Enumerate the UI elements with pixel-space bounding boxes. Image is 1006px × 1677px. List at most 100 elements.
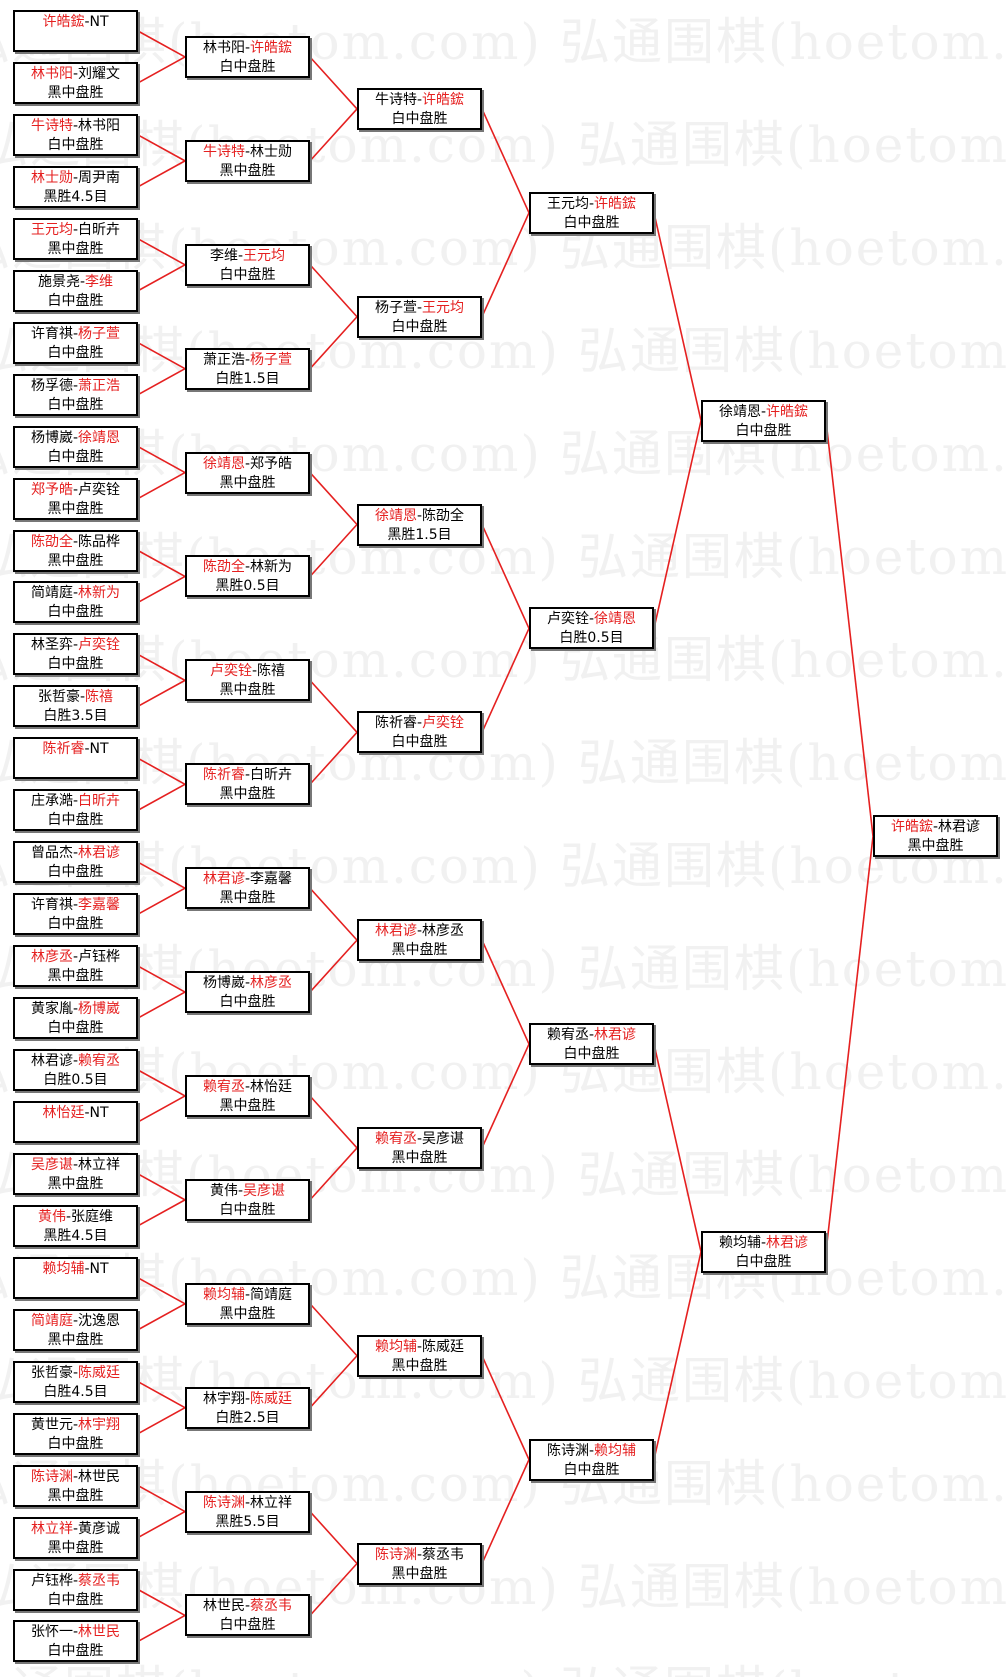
player-white: 林宇翔 bbox=[78, 1416, 121, 1433]
player-white: 卢奕铨 bbox=[422, 715, 465, 732]
player-separator: - bbox=[244, 559, 251, 576]
match-box: 卢奕铨-徐靖恩白胜0.5目 bbox=[529, 607, 654, 650]
match-players: 施景尧-李维 bbox=[15, 273, 136, 292]
player-separator: - bbox=[416, 507, 423, 524]
match-box: 陈诗渊-蔡丞韦黑中盘胜 bbox=[357, 1542, 482, 1585]
match-box: 简靖庭-沈逸恩黑中盘胜 bbox=[13, 1308, 138, 1351]
match-box: 林彦丞-卢钰桦黑中盘胜 bbox=[13, 945, 138, 988]
match-players: 卢奕铨-徐靖恩 bbox=[531, 610, 652, 629]
player-white: 陈禧 bbox=[85, 689, 114, 706]
match-result: 黑胜4.5目 bbox=[43, 188, 108, 205]
player-separator: - bbox=[84, 1104, 90, 1121]
match-result: 黑胜0.5目 bbox=[215, 578, 280, 595]
connector-line bbox=[137, 783, 186, 811]
match-box: 陈祈睿-白昕卉黑中盘胜 bbox=[185, 763, 310, 806]
player-black: 林君谚 bbox=[374, 923, 417, 940]
match-result: 黑中盘胜 bbox=[47, 1175, 104, 1192]
player-white: 许皓鋐 bbox=[250, 39, 293, 56]
match-box: 简靖庭-林新为白中盘胜 bbox=[13, 581, 138, 624]
connector-line bbox=[137, 367, 186, 396]
player-separator: - bbox=[72, 637, 79, 654]
player-separator: - bbox=[588, 1027, 595, 1044]
match-box: 林圣弈-卢奕铨白中盘胜 bbox=[13, 633, 138, 676]
player-separator: - bbox=[65, 1208, 72, 1225]
player-separator: - bbox=[72, 1156, 79, 1173]
connector-line bbox=[137, 264, 186, 292]
match-result: 白中盘胜 bbox=[219, 1201, 276, 1218]
player-black: 林立祥 bbox=[30, 1520, 73, 1537]
connector-line bbox=[309, 264, 358, 318]
connector-line bbox=[137, 238, 186, 266]
match-box: 赖均辅-简靖庭黑中盘胜 bbox=[185, 1282, 310, 1325]
match-box: 林书阳-刘耀文黑中盘胜 bbox=[13, 61, 138, 104]
player-separator: - bbox=[84, 1260, 90, 1277]
match-players: 许皓鋐-NT bbox=[15, 13, 136, 32]
player-separator: - bbox=[72, 1572, 79, 1589]
player-separator: - bbox=[72, 793, 79, 810]
match-box: 林士勋-周尹南黑胜4.5目 bbox=[13, 165, 138, 208]
player-white: 陈禧 bbox=[257, 663, 286, 680]
match-players: 许皓鋐-林君谚 bbox=[875, 818, 996, 837]
player-separator: - bbox=[72, 429, 79, 446]
connector-line bbox=[309, 887, 358, 941]
match-box: 林君谚-林彦丞黑中盘胜 bbox=[357, 919, 482, 962]
connector-line bbox=[137, 991, 186, 1019]
connector-line bbox=[309, 1562, 358, 1617]
player-white: 李维 bbox=[85, 273, 114, 290]
match-result: 白中盘胜 bbox=[219, 1617, 276, 1634]
connector-line bbox=[137, 445, 186, 474]
player-separator: - bbox=[760, 403, 767, 420]
player-separator: - bbox=[72, 949, 79, 966]
player-white: 蔡丞韦 bbox=[78, 1572, 121, 1589]
player-black: 林君谚 bbox=[30, 1053, 73, 1069]
player-white: 赖均辅 bbox=[594, 1442, 637, 1459]
player-black: 曾品杰 bbox=[30, 845, 73, 862]
connector-line bbox=[137, 1614, 186, 1643]
connector-line bbox=[137, 861, 186, 889]
player-black: 林怡廷 bbox=[42, 1104, 85, 1121]
match-result: 黑中盘胜 bbox=[391, 1565, 448, 1582]
player-separator: - bbox=[416, 1130, 423, 1147]
player-white: 林世民 bbox=[78, 1468, 121, 1485]
player-black: 林彦丞 bbox=[30, 949, 73, 966]
player-black: 庄承澔 bbox=[30, 793, 73, 810]
player-black: 林圣弈 bbox=[30, 637, 73, 654]
player-white: 郑予皓 bbox=[250, 455, 293, 472]
connector-line bbox=[309, 1303, 358, 1357]
player-separator: - bbox=[72, 169, 79, 186]
player-black: 吴彦谌 bbox=[30, 1156, 73, 1173]
match-box: 林立祥-黄彦诚黑中盘胜 bbox=[13, 1516, 138, 1559]
player-separator: - bbox=[588, 195, 595, 212]
player-separator: - bbox=[244, 975, 251, 992]
player-separator: - bbox=[588, 611, 595, 628]
player-separator: - bbox=[84, 741, 90, 758]
player-separator: - bbox=[237, 1182, 244, 1199]
match-result: 黑中盘胜 bbox=[219, 1097, 276, 1114]
player-black: 徐靖恩 bbox=[202, 455, 245, 472]
match-players: 牛诗特-许皓鋐 bbox=[359, 91, 480, 110]
player-separator: - bbox=[932, 819, 939, 836]
match-players: 赖均辅-林君谚 bbox=[703, 1234, 824, 1253]
match-box: 郑予皓-卢奕铨黑中盘胜 bbox=[13, 477, 138, 520]
connector-line bbox=[137, 1095, 186, 1123]
player-black: 杨子萱 bbox=[374, 299, 417, 316]
player-white: 沈逸恩 bbox=[78, 1312, 121, 1329]
connector-line bbox=[309, 939, 358, 993]
connector-line bbox=[137, 1484, 186, 1513]
player-white: 林世民 bbox=[78, 1624, 121, 1641]
match-players: 王元均-许皓鋐 bbox=[531, 195, 652, 214]
match-box: 张怀一-林世民白中盘胜 bbox=[13, 1620, 138, 1663]
player-black: 赖均辅 bbox=[374, 1338, 417, 1355]
match-players: 陈劭全-陈品桦 bbox=[15, 533, 136, 552]
player-separator: - bbox=[72, 117, 79, 134]
player-white: 蔡丞韦 bbox=[250, 1598, 293, 1615]
match-box: 黄世元-林宇翔白中盘胜 bbox=[13, 1412, 138, 1455]
player-black: 林书阳 bbox=[202, 39, 245, 56]
player-black: 卢钰桦 bbox=[30, 1572, 73, 1589]
player-separator: - bbox=[244, 767, 251, 784]
connector-line bbox=[481, 524, 530, 629]
player-white: 林彦丞 bbox=[250, 975, 293, 992]
player-black: 卢奕铨 bbox=[546, 611, 589, 628]
match-result: 白胜2.5目 bbox=[215, 1409, 280, 1426]
player-black: 黄家胤 bbox=[30, 1001, 73, 1018]
